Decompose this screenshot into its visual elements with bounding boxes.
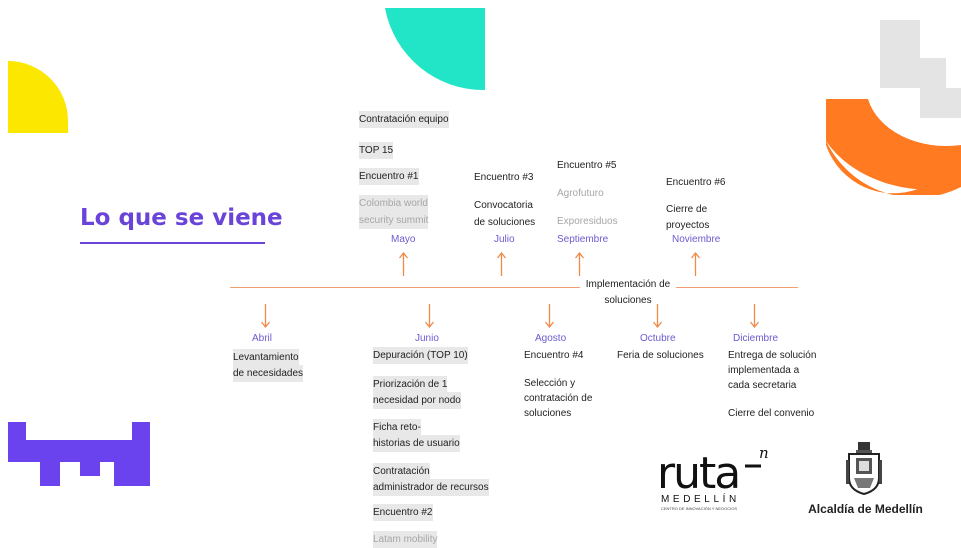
septiembre-item-encuentro5: Encuentro #5 <box>557 160 617 171</box>
coat-of-arms-icon <box>846 442 882 496</box>
noviembre-item-proyectos: proyectos <box>666 220 710 231</box>
timeline-label: Implementación de soluciones <box>580 277 676 309</box>
yellow-half-circle <box>8 61 68 133</box>
timeline-line <box>230 287 798 288</box>
alcaldia-name: Alcaldía de Medellín <box>808 502 923 516</box>
diciembre-item-secretaria: cada secretaria <box>728 380 797 391</box>
ruta-wordmark: ruta <box>657 448 739 499</box>
page-title: Lo que se viene <box>80 205 283 231</box>
arrow-up-septiembre <box>575 252 584 276</box>
diciembre-item-entrega: Entrega de solución <box>728 350 817 361</box>
junio-item-latam: Latam mobility <box>373 531 438 548</box>
noviembre-item-cierre: Cierre de <box>666 204 708 215</box>
junio-item-priorizacion: Priorización de 1 <box>373 376 448 393</box>
agosto-item-seleccion: Selección y <box>524 378 576 389</box>
arrow-up-noviembre <box>691 252 700 276</box>
teal-quarter-shape <box>385 8 485 91</box>
ruta-superscript: n <box>759 444 769 462</box>
ruta-n-logo: ruta n MEDELLÍN CENTRO DE INNOVACIÓN Y N… <box>655 440 780 515</box>
junio-item-encuentro2: Encuentro #2 <box>373 504 433 521</box>
julio-item-convocatoria: Convocatoria <box>474 200 533 211</box>
month-agosto: Agosto <box>535 333 567 344</box>
septiembre-item-exporesiduos: Exporesiduos <box>557 216 618 227</box>
arrow-up-julio <box>497 252 506 276</box>
noviembre-item-encuentro6: Encuentro #6 <box>666 177 726 188</box>
mayo-item-contratacion: Contratación equipo <box>359 111 449 128</box>
month-diciembre: Diciembre <box>733 333 779 344</box>
agosto-item-soluciones: soluciones <box>524 408 572 419</box>
orange-ring-arc <box>826 99 961 195</box>
arrow-down-diciembre <box>750 304 759 328</box>
arrow-up-mayo <box>399 252 408 276</box>
mayo-item-security: security summit <box>359 212 429 229</box>
mayo-item-encuentro1: Encuentro #1 <box>359 168 419 185</box>
month-septiembre: Septiembre <box>557 234 609 245</box>
ruta-n-logo-mark: ruta n MEDELLÍN CENTRO DE INNOVACIÓN Y N… <box>657 444 769 511</box>
diciembre-item-cierre-convenio: Cierre del convenio <box>728 408 815 419</box>
diciembre-item-implementada: implementada a <box>728 365 800 376</box>
julio-item-soluciones: de soluciones <box>474 217 536 228</box>
month-julio: Julio <box>494 234 515 245</box>
agosto-item-contratacion: contratación de <box>524 393 593 404</box>
month-noviembre: Noviembre <box>672 234 721 245</box>
mayo-item-top15: TOP 15 <box>359 142 394 159</box>
month-abril: Abril <box>252 333 273 344</box>
arrow-down-octubre <box>653 304 662 328</box>
julio-item-encuentro3: Encuentro #3 <box>474 172 534 183</box>
arrow-down-agosto <box>545 304 554 328</box>
junio-item-administrador: administrador de recursos <box>373 479 489 496</box>
title-underline <box>80 242 265 244</box>
alcaldia-logo: Alcaldía de Medellín <box>798 440 933 520</box>
junio-item-ficha-reto: Ficha reto- <box>373 419 421 436</box>
abril-item-levantamiento: Levantamiento <box>233 349 299 366</box>
month-junio: Junio <box>415 333 439 344</box>
octubre-item-feria: Feria de soluciones <box>617 350 704 361</box>
agosto-item-encuentro4: Encuentro #4 <box>524 350 584 361</box>
mayo-item-colombia: Colombia world <box>359 195 428 212</box>
purple-pixel-blocks <box>8 422 150 486</box>
junio-item-necesidad-nodo: necesidad por nodo <box>373 392 461 409</box>
junio-item-depuracion: Depuración (TOP 10) <box>373 347 468 364</box>
grey-pixel-blocks <box>880 20 961 118</box>
ruta-city: MEDELLÍN <box>661 492 740 505</box>
arrow-down-abril <box>261 304 270 328</box>
ruta-tagline: CENTRO DE INNOVACIÓN Y NEGOCIOS <box>661 506 737 511</box>
month-octubre: Octubre <box>640 333 676 344</box>
arrow-down-junio <box>425 304 434 328</box>
junio-item-contratacion: Contratación <box>373 463 430 480</box>
septiembre-item-agrofuturo: Agrofuturo <box>557 188 604 199</box>
junio-item-historias: historias de usuario <box>373 435 460 452</box>
month-mayo: Mayo <box>391 234 416 245</box>
abril-item-necesidades: de necesidades <box>233 365 304 382</box>
